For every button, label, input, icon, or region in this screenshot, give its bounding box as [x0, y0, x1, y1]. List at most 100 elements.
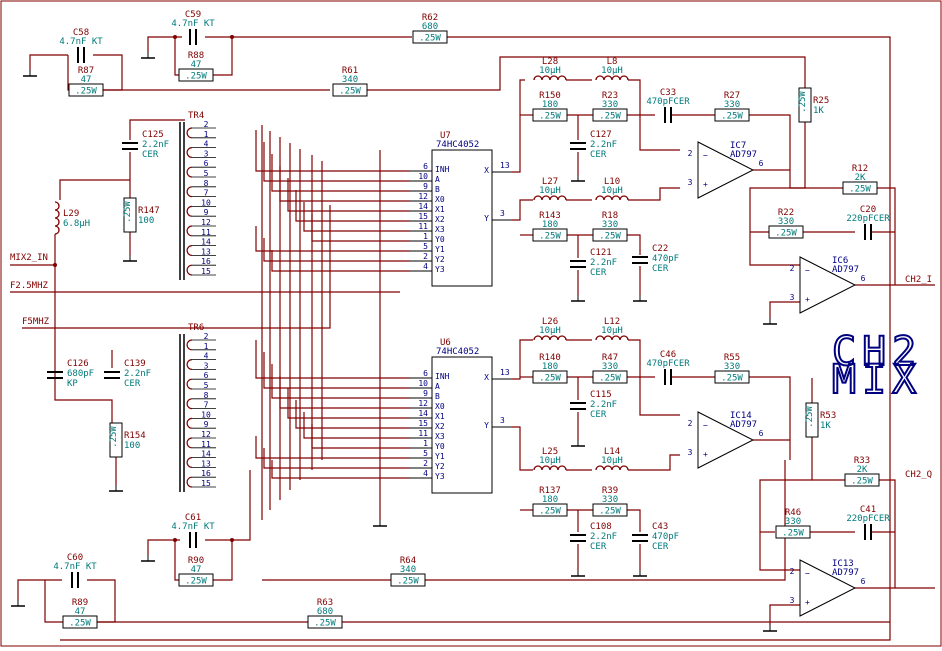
inductor-ref: L8: [607, 57, 618, 67]
wire: [287, 388, 410, 419]
winding-coil: [186, 398, 193, 410]
wire: [512, 79, 525, 173]
capacitor-type: CER: [142, 150, 159, 160]
mux-ref: U6: [440, 338, 451, 348]
plus-sign: +: [703, 450, 708, 459]
resistor-ref: R12: [852, 164, 868, 174]
title-line-1: CH2: [832, 329, 922, 375]
ground-symbol: [571, 440, 585, 447]
capacitor-value: 2.2nF: [590, 140, 617, 150]
wire: [22, 205, 331, 329]
minus-sign: −: [703, 151, 708, 160]
mux-pin-name: X0: [435, 195, 445, 204]
resistor-value: 330: [602, 100, 618, 110]
resistor-ref: R89: [72, 598, 88, 608]
capacitor-type: CER: [590, 410, 607, 420]
resistor-value: 47: [81, 75, 92, 85]
resistor-rating: .25W: [539, 507, 561, 517]
resistor-value: 2K: [857, 465, 868, 475]
capacitor-ref: C125: [142, 130, 164, 140]
wire: [311, 214, 410, 242]
capacitor-value: 2.2nF: [142, 140, 169, 150]
resistor-rating: .25W: [599, 232, 621, 242]
resistor-body: [532, 228, 568, 242]
net-ch2-q: CH2_Q: [905, 470, 932, 480]
wire: [54, 375, 113, 430]
wire: [303, 202, 410, 232]
resistor-rating: .25W: [599, 374, 621, 384]
resistor-value: 330: [602, 362, 618, 372]
opamp-body: [799, 256, 857, 314]
mux-pin-name: X2: [435, 422, 445, 431]
resistor-rating: .25W: [123, 201, 133, 223]
resistor-body: [775, 525, 811, 539]
mux-pin-number: 15: [418, 212, 428, 221]
mux-pin-name: Y: [484, 214, 489, 223]
resistor-rating: .25W: [782, 529, 804, 539]
mux-pin-number: 11: [418, 429, 428, 438]
capacitor-value: 220pFCER: [846, 214, 890, 224]
winding-coil: [186, 147, 193, 158]
resistor-value: 100: [138, 216, 154, 226]
resistor-rating: .25W: [419, 34, 441, 44]
winding-coil: [186, 166, 193, 178]
resistor-rating: .25W: [75, 87, 97, 97]
capacitor-ref: C33: [660, 88, 676, 98]
mux-pin-number: 1: [423, 439, 428, 448]
resistor-ref: R137: [539, 486, 561, 496]
mux-body: [431, 149, 493, 287]
resistor-value: 47: [191, 565, 202, 575]
mux-pin-number: 4: [423, 469, 428, 478]
resistor-ref: R143: [539, 211, 561, 221]
transformer-pin: 14: [201, 238, 211, 247]
inductor-coil: [533, 75, 567, 81]
ground-symbol: [633, 570, 647, 577]
capacitor-ref: C22: [652, 244, 668, 254]
mux-pin-name: X3: [435, 432, 445, 441]
resistor-body: [178, 68, 214, 82]
wire: [295, 190, 410, 222]
transformer-pin: 13: [201, 459, 211, 468]
wire: [263, 352, 410, 389]
mux-pin-number: 4: [423, 262, 428, 271]
inductor-ref: L29: [63, 209, 79, 219]
ground-symbol: [373, 520, 387, 527]
transformer-pin: 6: [204, 371, 209, 380]
mux-pin-name: X1: [435, 412, 445, 421]
mux-u7: U774HC4052INH6A10B9X012X114X215X311Y01Y1…: [410, 131, 512, 287]
capacitor-value: 4.7nF KT: [171, 522, 215, 532]
mux-pin-number: 9: [423, 389, 428, 398]
wire: [232, 470, 251, 541]
transformer-pin: 16: [201, 469, 211, 478]
resistor-value: 330: [724, 100, 740, 110]
capacitor-ref: C108: [590, 522, 612, 532]
opamp-body: [697, 141, 755, 199]
resistor-value: 680: [317, 607, 333, 617]
mux-pin-name: Y0: [435, 442, 445, 451]
inductor-value: 10µH: [601, 456, 623, 466]
capacitor-value: 2.2nF: [590, 400, 617, 410]
mux-u6: U674HC4052INH6A10B9X012X114X215X311Y01Y1…: [410, 338, 512, 494]
capacitor-value: 4.7nF KT: [171, 19, 215, 29]
winding-coil: [186, 186, 193, 198]
resistor-body: [68, 83, 104, 97]
resistor-body: [798, 87, 812, 123]
wire: [879, 479, 896, 588]
ground-symbol: [571, 295, 585, 302]
capacitor-ref: C60: [67, 553, 83, 563]
resistor-rating: .25W: [539, 374, 561, 384]
